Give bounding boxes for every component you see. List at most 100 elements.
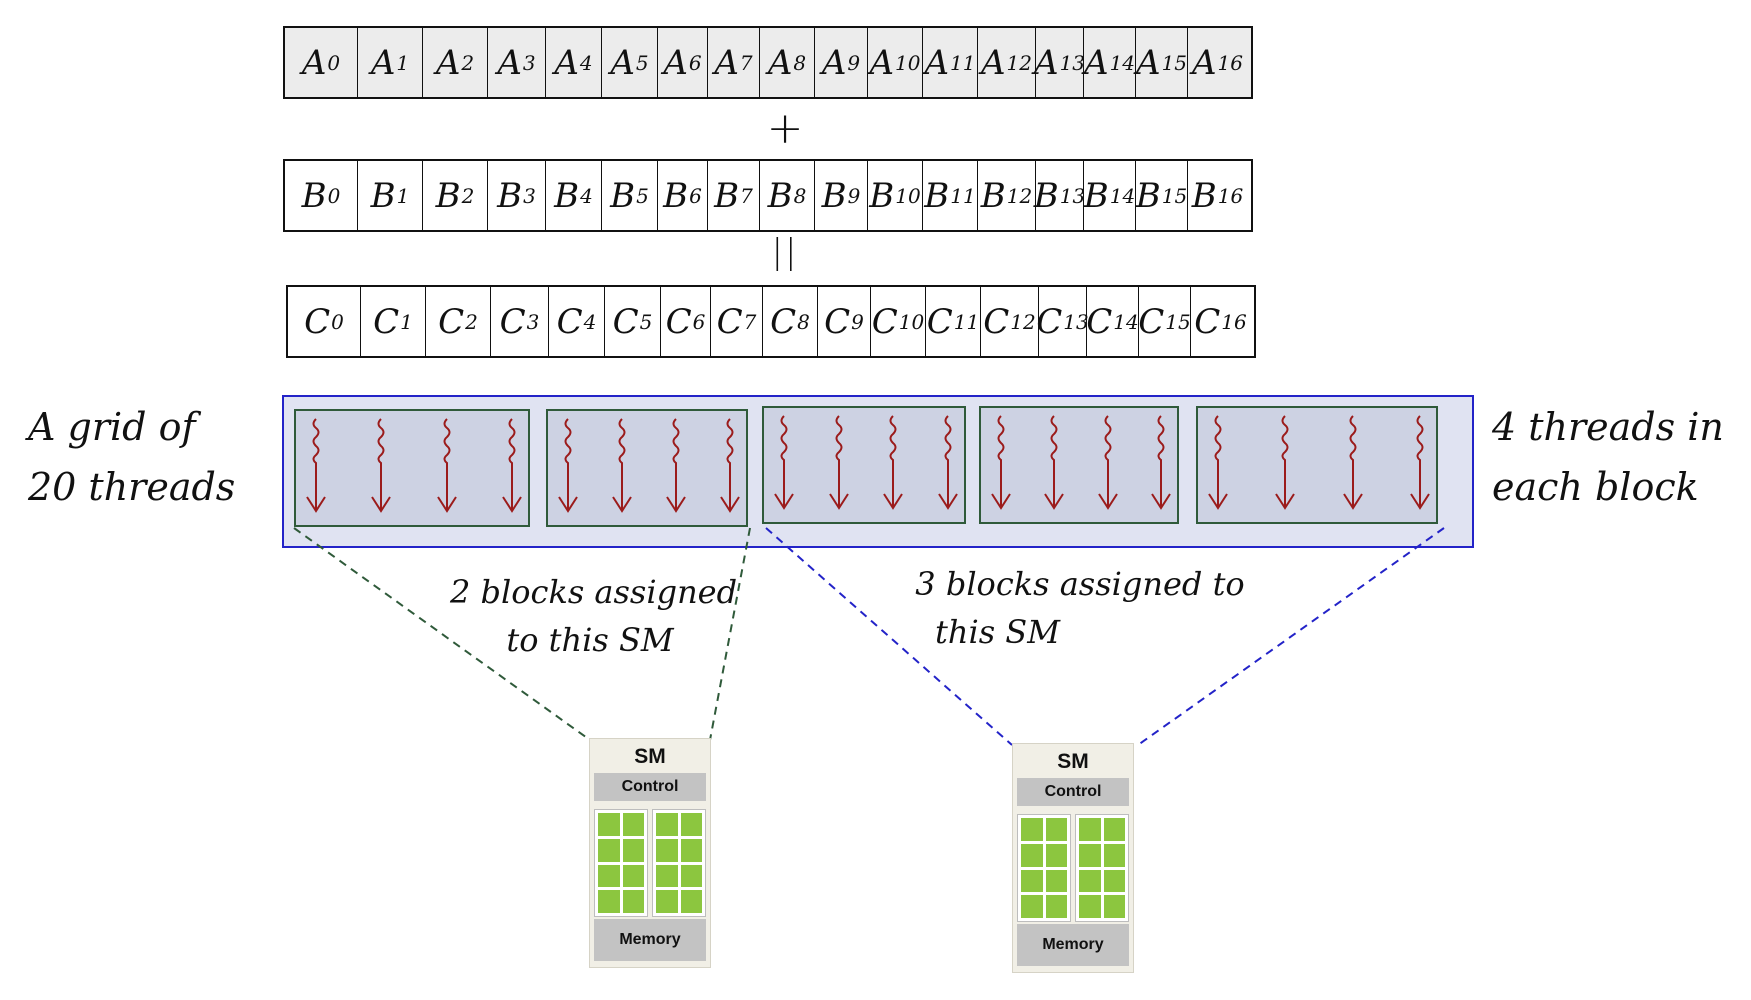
- cell-index: 6: [689, 183, 702, 208]
- core-column: [1075, 814, 1129, 922]
- left-sm-line-a: [293, 527, 591, 741]
- core-square: [1079, 843, 1101, 867]
- core-square: [680, 813, 702, 836]
- core-square: [1021, 869, 1043, 893]
- cell-letter: A: [869, 42, 895, 83]
- cell-index: 10: [895, 183, 921, 208]
- cell-letter: B: [554, 175, 580, 216]
- cell-index: 16: [1217, 50, 1243, 75]
- cell-letter: B: [821, 175, 847, 216]
- cell-letter: B: [1083, 175, 1109, 216]
- cell-index: 14: [1113, 309, 1139, 334]
- cell-index: 9: [851, 309, 864, 334]
- cell-letter: A: [301, 42, 327, 83]
- cell-letter: A: [714, 42, 739, 83]
- cell-letter: A: [1034, 42, 1059, 83]
- cell-letter: C: [612, 301, 639, 342]
- core-column: [1017, 814, 1071, 922]
- cell-index: 13: [1059, 183, 1086, 208]
- cell-letter: C: [304, 301, 331, 342]
- cell-index: 10: [895, 50, 921, 75]
- cell-index: 15: [1165, 309, 1191, 334]
- cell-letter: C: [373, 301, 400, 342]
- cell-index: 12: [1006, 50, 1032, 75]
- cell-index: 13: [1059, 50, 1086, 75]
- cell-index: 15: [1161, 50, 1188, 75]
- right-assignment-note: 3 blocks assigned to this SM: [895, 560, 1265, 656]
- cell-letter: A: [554, 42, 579, 83]
- cell-index: 11: [950, 50, 976, 75]
- cell-letter: C: [438, 301, 465, 342]
- cell-index: 14: [1109, 183, 1136, 208]
- thread-arrow-icon: [558, 418, 578, 513]
- thread-arrow-icon: [1044, 415, 1065, 510]
- cell-index: 7: [739, 50, 753, 75]
- cell-letter: B: [497, 175, 523, 216]
- cell-letter: C: [871, 301, 898, 342]
- sm-memory: Memory: [594, 919, 706, 961]
- cell-letter: B: [663, 175, 689, 216]
- thread-arrow-icon: [666, 418, 686, 513]
- cell-letter: A: [497, 42, 522, 83]
- grid-label: A grid of 20 threads: [28, 402, 235, 512]
- core-square: [622, 813, 644, 836]
- core-square: [656, 813, 678, 836]
- thread-arrow-icon: [1097, 415, 1118, 510]
- thread-arrow-icon: [502, 418, 522, 513]
- thread-arrow-icon: [828, 415, 849, 510]
- thread-arrow-icon: [1410, 415, 1430, 510]
- thread-block: [762, 406, 966, 524]
- grid-label-line2: 20 threads: [28, 465, 236, 509]
- cell-index: 9: [847, 50, 861, 75]
- sm-memory: Memory: [1017, 924, 1129, 966]
- cell-letter: A: [1191, 42, 1217, 83]
- cell-letter: C: [926, 301, 953, 342]
- thread-arrow-icon: [371, 418, 392, 513]
- core-square: [598, 890, 620, 913]
- cell-index: 15: [1161, 183, 1188, 208]
- sm-title: SM: [634, 745, 666, 768]
- left-assignment-note: 2 blocks assigned to this SM: [450, 568, 737, 664]
- right-assignment-line2: this SM: [935, 613, 1060, 651]
- cell-index: 3: [522, 50, 536, 75]
- cell-index: 8: [793, 183, 807, 208]
- cell-index: 5: [636, 183, 649, 208]
- core-square: [656, 864, 678, 888]
- core-square: [1103, 818, 1125, 841]
- cell-index: 9: [847, 183, 861, 208]
- core-square: [622, 890, 644, 913]
- cell-index: 6: [692, 309, 706, 334]
- core-square: [622, 838, 644, 862]
- cell-index: 1: [400, 309, 413, 334]
- core-square: [1021, 843, 1043, 867]
- thread-arrow-icon: [436, 418, 457, 513]
- cell-letter: B: [869, 175, 895, 216]
- core-square: [598, 864, 620, 888]
- core-column: [652, 809, 706, 917]
